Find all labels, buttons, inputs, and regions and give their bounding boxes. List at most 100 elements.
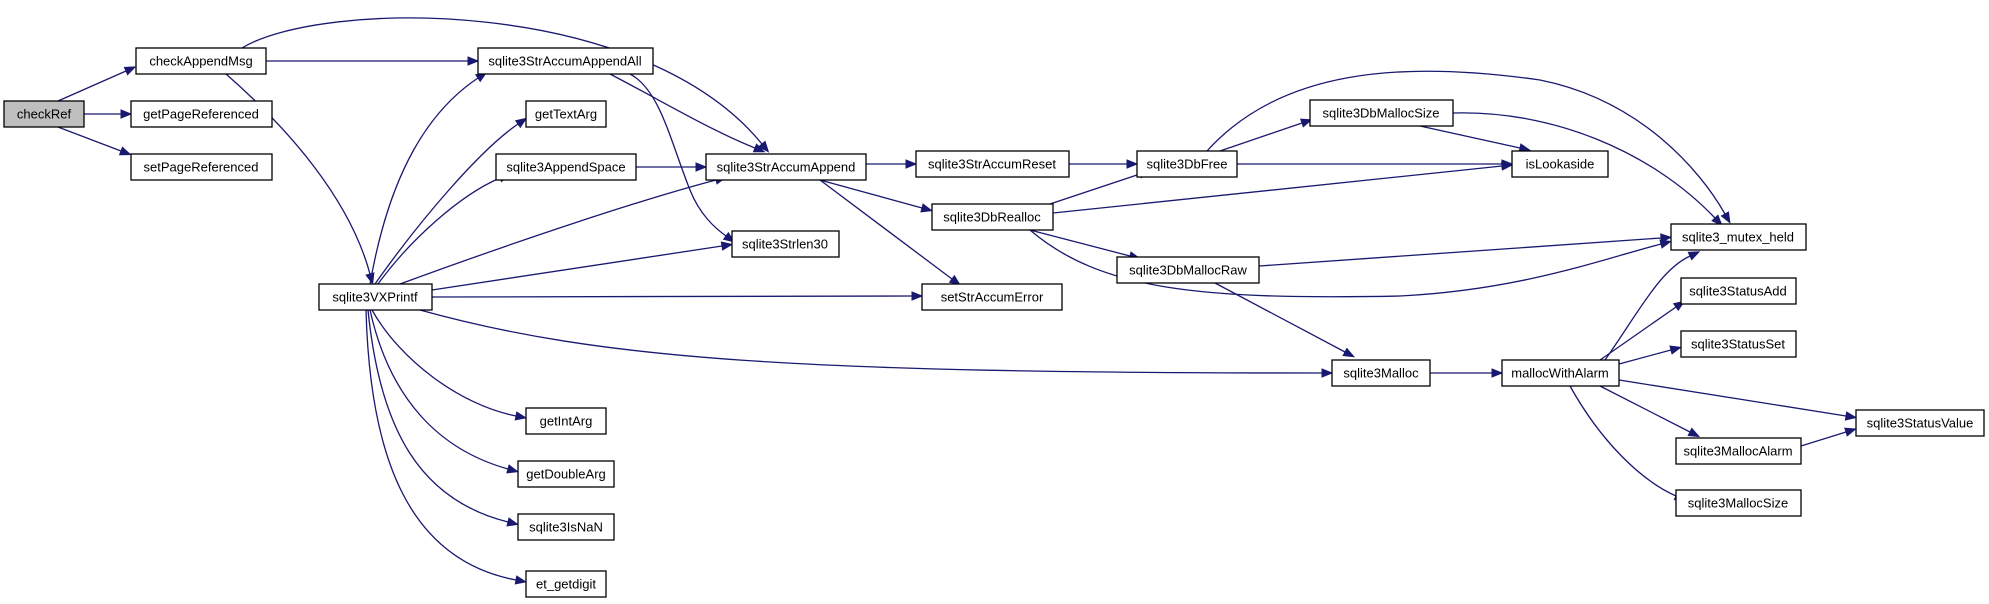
edge-sqlite3StrAccumAppend-to-sqlite3StrAccumReset [866, 159, 918, 169]
edge-mallocWithAlarm-to-sqlite3StatusSet [1618, 345, 1682, 365]
arrowhead-icon [118, 146, 132, 156]
node-sqlite3_mutex_held[interactable]: sqlite3_mutex_held [1670, 223, 1807, 251]
node-sqlite3StrAccumAppendAll[interactable]: sqlite3StrAccumAppendAll [477, 47, 654, 75]
edge-sqlite3StrAccumReset-to-sqlite3DbFree [1069, 159, 1139, 169]
node-sqlite3StrAccumAppend[interactable]: sqlite3StrAccumAppend [705, 153, 867, 181]
node-sqlite3VXPrintf[interactable]: sqlite3VXPrintf [318, 283, 433, 311]
node-sqlite3StatusAdd[interactable]: sqlite3StatusAdd [1680, 277, 1797, 305]
node-sqlite3IsNaN[interactable]: sqlite3IsNaN [517, 513, 615, 541]
arrowhead-icon [905, 159, 918, 169]
arrowhead-icon [720, 241, 734, 251]
node-getIntArg[interactable]: getIntArg [525, 407, 607, 435]
edge-line [367, 309, 509, 523]
edge-line [1569, 385, 1677, 497]
edge-checkRef-to-getPageReferenced [84, 109, 133, 119]
edge-line [1618, 379, 1847, 417]
arrowhead-icon [1669, 345, 1682, 355]
node-sqlite3MallocSize[interactable]: sqlite3MallocSize [1675, 489, 1802, 517]
edge-line [609, 73, 756, 149]
node-label: mallocWithAlarm [1511, 366, 1609, 381]
node-sqlite3StatusValue[interactable]: sqlite3StatusValue [1855, 409, 1985, 437]
edge-line [1206, 70, 1726, 215]
arrowhead-icon [1321, 368, 1334, 378]
node-label: sqlite3StrAccumAppendAll [488, 54, 641, 69]
edge-sqlite3VXPrintf-to-sqlite3Malloc [419, 309, 1334, 378]
node-sqlite3StrAccumReset[interactable]: sqlite3StrAccumReset [915, 150, 1070, 178]
node-et_getdigit[interactable]: et_getdigit [525, 570, 607, 598]
arrowhead-icon [120, 109, 133, 119]
edge-line [431, 295, 913, 298]
edge-line [57, 126, 122, 152]
edge-sqlite3DbFree-to-isLookaside [1237, 159, 1514, 169]
arrowhead-icon [1844, 427, 1857, 437]
edge-sqlite3VXPrintf-to-getTextArg [374, 117, 528, 285]
edge-sqlite3DbMallocRaw-to-sqlite3_mutex_held [1258, 233, 1673, 267]
edge-line [369, 309, 509, 470]
edge-sqlite3StrAccumAppendAll-to-sqlite3StrAccumAppend [609, 73, 766, 153]
edge-sqlite3VXPrintf-to-sqlite3IsNaN [367, 309, 520, 527]
node-sqlite3DbRealloc[interactable]: sqlite3DbRealloc [931, 203, 1054, 231]
arrowhead-icon [1342, 347, 1356, 358]
node-label: getTextArg [535, 107, 597, 122]
arrowhead-icon [1659, 239, 1672, 249]
edge-line [57, 70, 127, 102]
arrowhead-icon [1126, 159, 1139, 169]
node-sqlite3Malloc[interactable]: sqlite3Malloc [1331, 359, 1431, 387]
arrowhead-icon [920, 203, 933, 213]
node-label: sqlite3StrAccumAppend [717, 160, 856, 175]
edge-line [1214, 282, 1346, 353]
edge-line [1258, 237, 1662, 267]
node-sqlite3DbFree[interactable]: sqlite3DbFree [1136, 150, 1238, 178]
edge-sqlite3StrAccumAppend-to-sqlite3DbRealloc [819, 179, 933, 213]
arrowhead-icon [1720, 211, 1731, 224]
edge-sqlite3DbFree-to-sqlite3_mutex_held [1206, 70, 1731, 224]
node-checkAppendMsg[interactable]: checkAppendMsg [135, 47, 267, 75]
node-sqlite3DbMallocSize[interactable]: sqlite3DbMallocSize [1309, 99, 1454, 127]
node-setStrAccumError[interactable]: setStrAccumError [921, 283, 1063, 311]
node-sqlite3MallocAlarm[interactable]: sqlite3MallocAlarm [1675, 437, 1802, 465]
edge-line [371, 309, 517, 417]
node-getTextArg[interactable]: getTextArg [525, 100, 607, 128]
edge-line [819, 179, 953, 280]
node-checkRef[interactable]: checkRef [3, 100, 85, 128]
edge-mallocWithAlarm-to-sqlite3MallocSize [1569, 385, 1687, 501]
arrowhead-icon [1711, 214, 1723, 227]
arrowhead-icon [514, 575, 528, 585]
edge-sqlite3VXPrintf-to-sqlite3StrAccumAppendAll [369, 71, 488, 285]
edge-line [374, 123, 519, 285]
node-getPageReferenced[interactable]: getPageReferenced [130, 100, 273, 128]
arrowhead-icon [1491, 368, 1504, 378]
node-label: getPageReferenced [143, 107, 259, 122]
node-label: sqlite3DbMallocSize [1322, 106, 1439, 121]
edge-line [1052, 165, 1503, 214]
node-label: sqlite3DbMallocRaw [1129, 263, 1247, 278]
arrowhead-icon [1660, 233, 1673, 243]
node-sqlite3Strlen30[interactable]: sqlite3Strlen30 [731, 230, 840, 258]
node-label: getIntArg [540, 414, 593, 429]
node-isLookaside[interactable]: isLookaside [1511, 150, 1609, 178]
edge-line [1618, 349, 1672, 365]
edge-sqlite3AppendSpace-to-sqlite3StrAccumAppend [636, 162, 708, 172]
arrowhead-icon [506, 464, 519, 474]
edge-line [377, 177, 501, 285]
edge-sqlite3VXPrintf-to-et_getdigit [365, 309, 528, 585]
arrowhead-icon [514, 411, 528, 421]
node-mallocWithAlarm[interactable]: mallocWithAlarm [1501, 359, 1620, 387]
node-sqlite3StatusSet[interactable]: sqlite3StatusSet [1680, 330, 1797, 358]
edge-sqlite3DbMallocSize-to-isLookaside [1419, 125, 1532, 153]
edge-line [1599, 306, 1677, 361]
edge-sqlite3DbRealloc-to-sqlite3DbMallocRaw [1029, 229, 1141, 261]
node-label: checkRef [17, 107, 72, 122]
edge-mallocWithAlarm-to-sqlite3_mutex_held [1604, 251, 1701, 361]
node-label: sqlite3StrAccumReset [928, 157, 1056, 172]
edge-line [365, 309, 517, 581]
edge-line [1029, 229, 1662, 298]
edge-line [399, 179, 717, 285]
node-getDoubleArg[interactable]: getDoubleArg [517, 460, 615, 488]
edge-sqlite3VXPrintf-to-getDoubleArg [369, 309, 519, 474]
node-label: getDoubleArg [526, 467, 606, 482]
node-setPageReferenced[interactable]: setPageReferenced [130, 153, 273, 181]
node-sqlite3DbMallocRaw[interactable]: sqlite3DbMallocRaw [1116, 256, 1260, 284]
edge-line [419, 309, 1323, 374]
node-sqlite3AppendSpace[interactable]: sqlite3AppendSpace [495, 153, 637, 181]
